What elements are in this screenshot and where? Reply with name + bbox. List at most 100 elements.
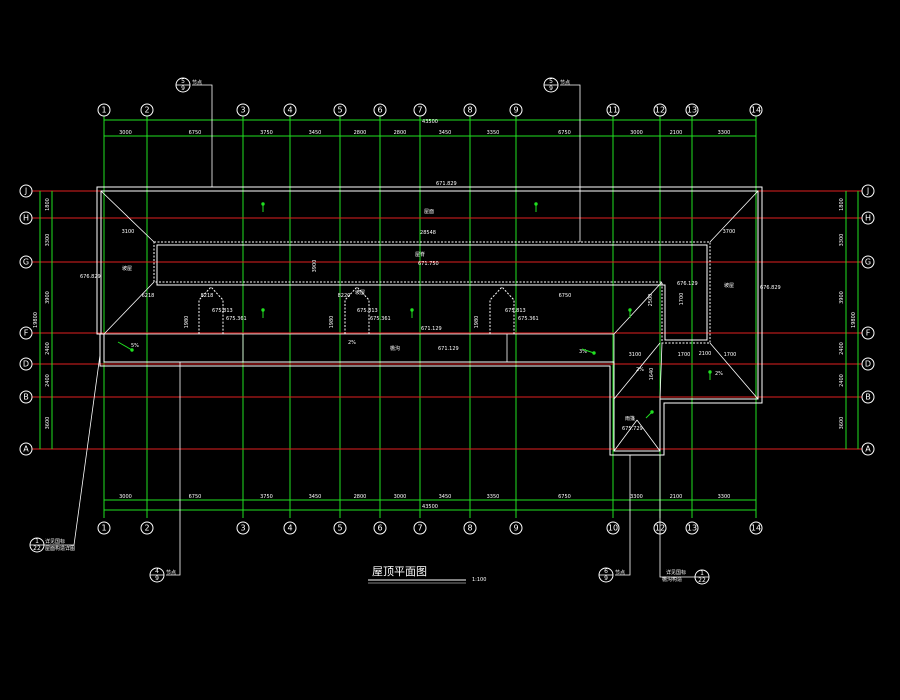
inner-dim: 2100 [699,351,712,357]
axis-label-top: 14 [751,106,761,115]
axis-bubble-bottom [606,521,620,535]
axis-label-left: F [24,329,29,338]
axis-label-left: A [23,445,29,454]
callout-detail-right-leader [659,455,695,578]
axis-label-bottom: 9 [513,524,518,533]
axis-label-top: 13 [687,106,697,115]
axis-bubble-top [333,103,347,117]
axis-label-top: 9 [513,106,518,115]
axis-bubble-right [861,211,875,225]
dim-value-side: 3300 [45,234,51,247]
axis-label-top: 4 [287,106,292,115]
axis-label-top: 1 [101,106,106,115]
elevation-mark: 671.829 [436,181,457,187]
dim-value-side: 2400 [839,374,845,387]
drainage-arrow-head [261,202,265,206]
callout-top-right-tag: 节点 [560,80,570,86]
axis-label-top: 12 [655,106,665,115]
axis-bubble-right [861,357,875,371]
axis-bubble-top [283,103,297,117]
axis-label-right: D [865,360,871,369]
axis-bubble-left [19,211,33,225]
inner-dim: 1700 [678,352,691,358]
dim-value-side: 1800 [839,198,845,211]
callout-top-left-leader [192,84,213,187]
dim-value-top: 6750 [558,130,571,136]
dim-value-top: 2800 [354,130,367,136]
hip-line [103,281,155,335]
dormer-3 [489,286,515,334]
axis-label-left: D [23,360,29,369]
callout-bottom-left-tag: 节点 [166,570,176,576]
axis-bubble-bottom [413,521,427,535]
callout-top-right-number: 5 [549,78,553,85]
drawing-scale: 1:100 [472,577,486,583]
elevation-mark: 675.813 [212,308,233,314]
dim-total-top: 43500 [422,119,438,125]
roof-label: 檐沟 [390,345,400,352]
axis-label-bottom: 8 [467,524,472,533]
elevation-mark: 675.813 [357,308,378,314]
callout-detail-left-number: 1 [35,538,39,545]
detail-left-text-2: 屋面构造详图 [45,545,75,552]
inner-dim: 1980 [329,316,335,329]
inner-dim: 8218 [201,293,214,299]
axis-label-right: F [866,329,871,338]
axis-label-bottom: 5 [337,524,342,533]
dim-value-bottom: 2800 [354,494,367,500]
dim-value-side: 3600 [839,417,845,430]
dim-value-side: 2400 [839,342,845,355]
axis-label-bottom: 14 [751,524,761,533]
axis-bubble-top [373,103,387,117]
dim-value-bottom: 6750 [558,494,571,500]
dim-value-side: 3600 [45,417,51,430]
dim-total-bottom: 43500 [422,504,438,510]
dim-value-bottom: 3000 [394,494,407,500]
axis-bubble-top [463,103,477,117]
dim-value-bottom: 3450 [439,494,452,500]
dim-value-bottom: 3300 [630,494,643,500]
elevation-mark: 675.361 [226,316,247,322]
axis-bubble-top [606,103,620,117]
axis-label-right: G [865,258,871,267]
axis-bubble-top [509,103,523,117]
axis-label-bottom: 1 [101,524,106,533]
axis-label-bottom: 6 [377,524,382,533]
elevation-mark: 676.829 [760,285,781,291]
roof-label: 坡屋 [355,289,365,296]
inner-dim: 28548 [420,230,436,236]
axis-bubble-bottom [373,521,387,535]
axis-label-top: 3 [240,106,245,115]
axis-bubble-left [19,357,33,371]
dim-value-bottom: 3000 [119,494,132,500]
inner-dim: 6750 [559,293,572,299]
callout-top-left-number: 5 [181,78,185,85]
inner-dim: 1700 [724,352,737,358]
axis-bubble-right [861,390,875,404]
drainage-arrow-head [708,370,712,374]
roof-label: 3% [579,349,587,355]
elevation-mark: 676.129 [677,281,698,287]
callout-detail-left-leader [44,354,101,546]
inner-dim: 3100 [629,352,642,358]
inner-dim: 3900 [312,260,318,273]
roof-label: 雨篷 [625,415,635,422]
drainage-arrow-head [650,410,654,414]
courtyard-inner [156,244,708,341]
axis-label-top: 11 [608,106,618,115]
axis-bubble-left [19,390,33,404]
dim-value-bottom: 3450 [309,494,322,500]
dormer-1 [198,286,224,334]
axis-bubble-bottom [140,521,154,535]
dim-side-total: 19800 [851,312,857,328]
dim-side-total: 19800 [33,312,39,328]
axis-label-bottom: 7 [417,524,422,533]
axis-bubble-bottom [685,521,699,535]
annotations: 671.829671.750671.129676.829676.829676.1… [80,181,781,432]
inner-dim: 2500 [648,294,654,307]
callout-bottom-right-sheet: 9 [604,575,608,582]
drainage-arrow-head [261,308,265,312]
axis-bubble-top [413,103,427,117]
